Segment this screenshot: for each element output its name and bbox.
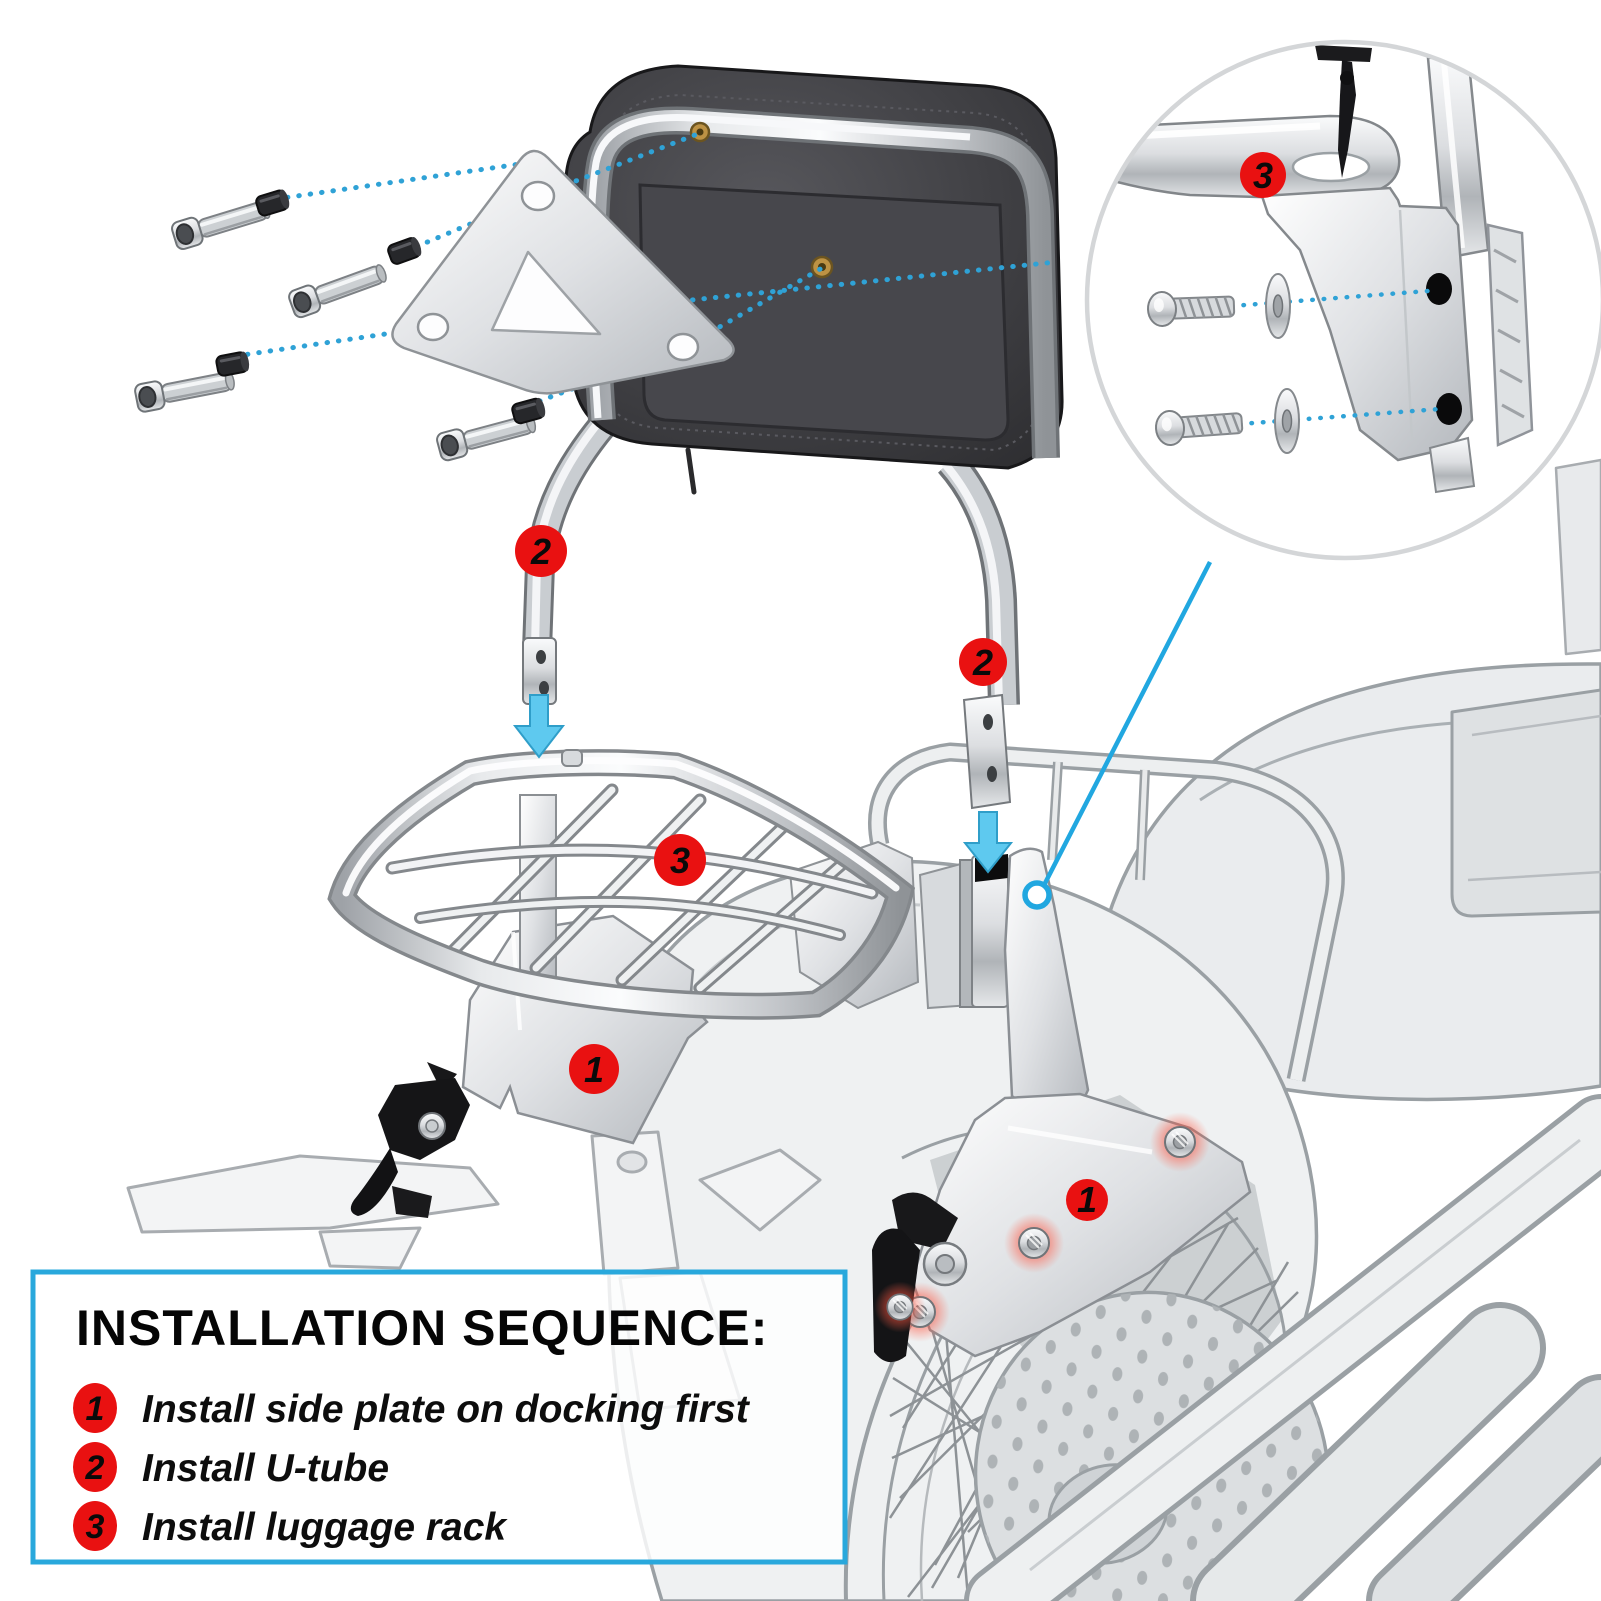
spacer-icon	[509, 395, 549, 427]
guide-arrows	[512, 694, 1014, 874]
step-label: Install side plate on docking first	[142, 1388, 751, 1431]
step-row-2: 2 Install U-tube	[73, 1442, 389, 1492]
step-row-1: 1 Install side plate on docking first	[73, 1383, 751, 1433]
fender-grab-rail	[868, 742, 1345, 1082]
bike-frame-tube	[1554, 458, 1601, 656]
installation-sequence-box: INSTALLATION SEQUENCE: 1 Install side pl…	[30, 1269, 848, 1565]
docking-side-plate-assembly	[788, 840, 1252, 1363]
badge-inset-detail: 3	[1240, 152, 1286, 198]
step-badge	[73, 1383, 117, 1433]
mount-bolt	[1003, 1212, 1065, 1274]
box-heading: INSTALLATION SEQUENCE:	[76, 1300, 768, 1356]
step-number: 1	[86, 1390, 105, 1428]
rack-mount-tab	[561, 749, 583, 767]
washer-icon	[1265, 273, 1291, 339]
badge-side-plate: 1	[569, 1044, 619, 1094]
number-badges: 2 2 3 1 1 3	[515, 152, 1286, 1221]
spacer-icon	[253, 186, 293, 219]
badge-number: 1	[584, 1049, 604, 1090]
step-label: Install U-tube	[142, 1447, 389, 1490]
badge-left-u-tube: 2	[515, 525, 567, 577]
sissy-bar-u-tube	[522, 415, 1020, 706]
step-number: 3	[86, 1508, 105, 1546]
down-arrow-icon	[512, 694, 566, 759]
badge-docking-side-plate: 1	[1066, 1179, 1108, 1221]
inset-border	[1084, 39, 1601, 561]
step-badge	[73, 1442, 117, 1492]
badge-number: 3	[670, 840, 690, 881]
luggage-rack	[327, 749, 916, 1020]
socket-bolt-icon	[285, 256, 392, 322]
swingarm	[964, 1094, 1601, 1601]
step-row-3: 3 Install luggage rack	[73, 1501, 508, 1551]
muffler	[1190, 1302, 1601, 1601]
motorcycle-line-art	[126, 458, 1601, 1601]
backrest-assembly	[131, 64, 1064, 810]
badge-number: 3	[1253, 155, 1273, 196]
badge-number: 1	[1077, 1179, 1097, 1220]
u-tube-tip-right	[962, 693, 1012, 810]
mounting-plate	[391, 149, 735, 395]
step-label: Install luggage rack	[142, 1506, 508, 1549]
docking-post	[959, 854, 1009, 1008]
callout-line	[1037, 560, 1213, 895]
badge-number: 2	[972, 642, 993, 683]
badge-number: 2	[530, 531, 551, 572]
washer-icon	[1274, 388, 1300, 454]
quick-release-latch-left	[350, 1062, 470, 1218]
spacer-icon	[384, 234, 425, 268]
quick-release-latch	[872, 1192, 968, 1363]
detail-inset	[1084, 39, 1601, 561]
badge-luggage-rack: 3	[654, 834, 706, 886]
spacer-icon	[213, 349, 253, 379]
mount-bolt	[1149, 1111, 1211, 1173]
seat-strap	[1450, 688, 1601, 918]
badge-right-u-tube: 2	[959, 638, 1007, 686]
down-arrow-icon	[962, 811, 1014, 874]
step-number: 2	[85, 1449, 105, 1487]
step-badge	[73, 1501, 117, 1551]
callout-circle	[1022, 880, 1052, 910]
zip-tie	[1315, 45, 1372, 62]
inset-bracket	[1260, 186, 1474, 462]
pad-zipper	[685, 447, 697, 495]
u-tube-tip-left	[522, 637, 557, 705]
